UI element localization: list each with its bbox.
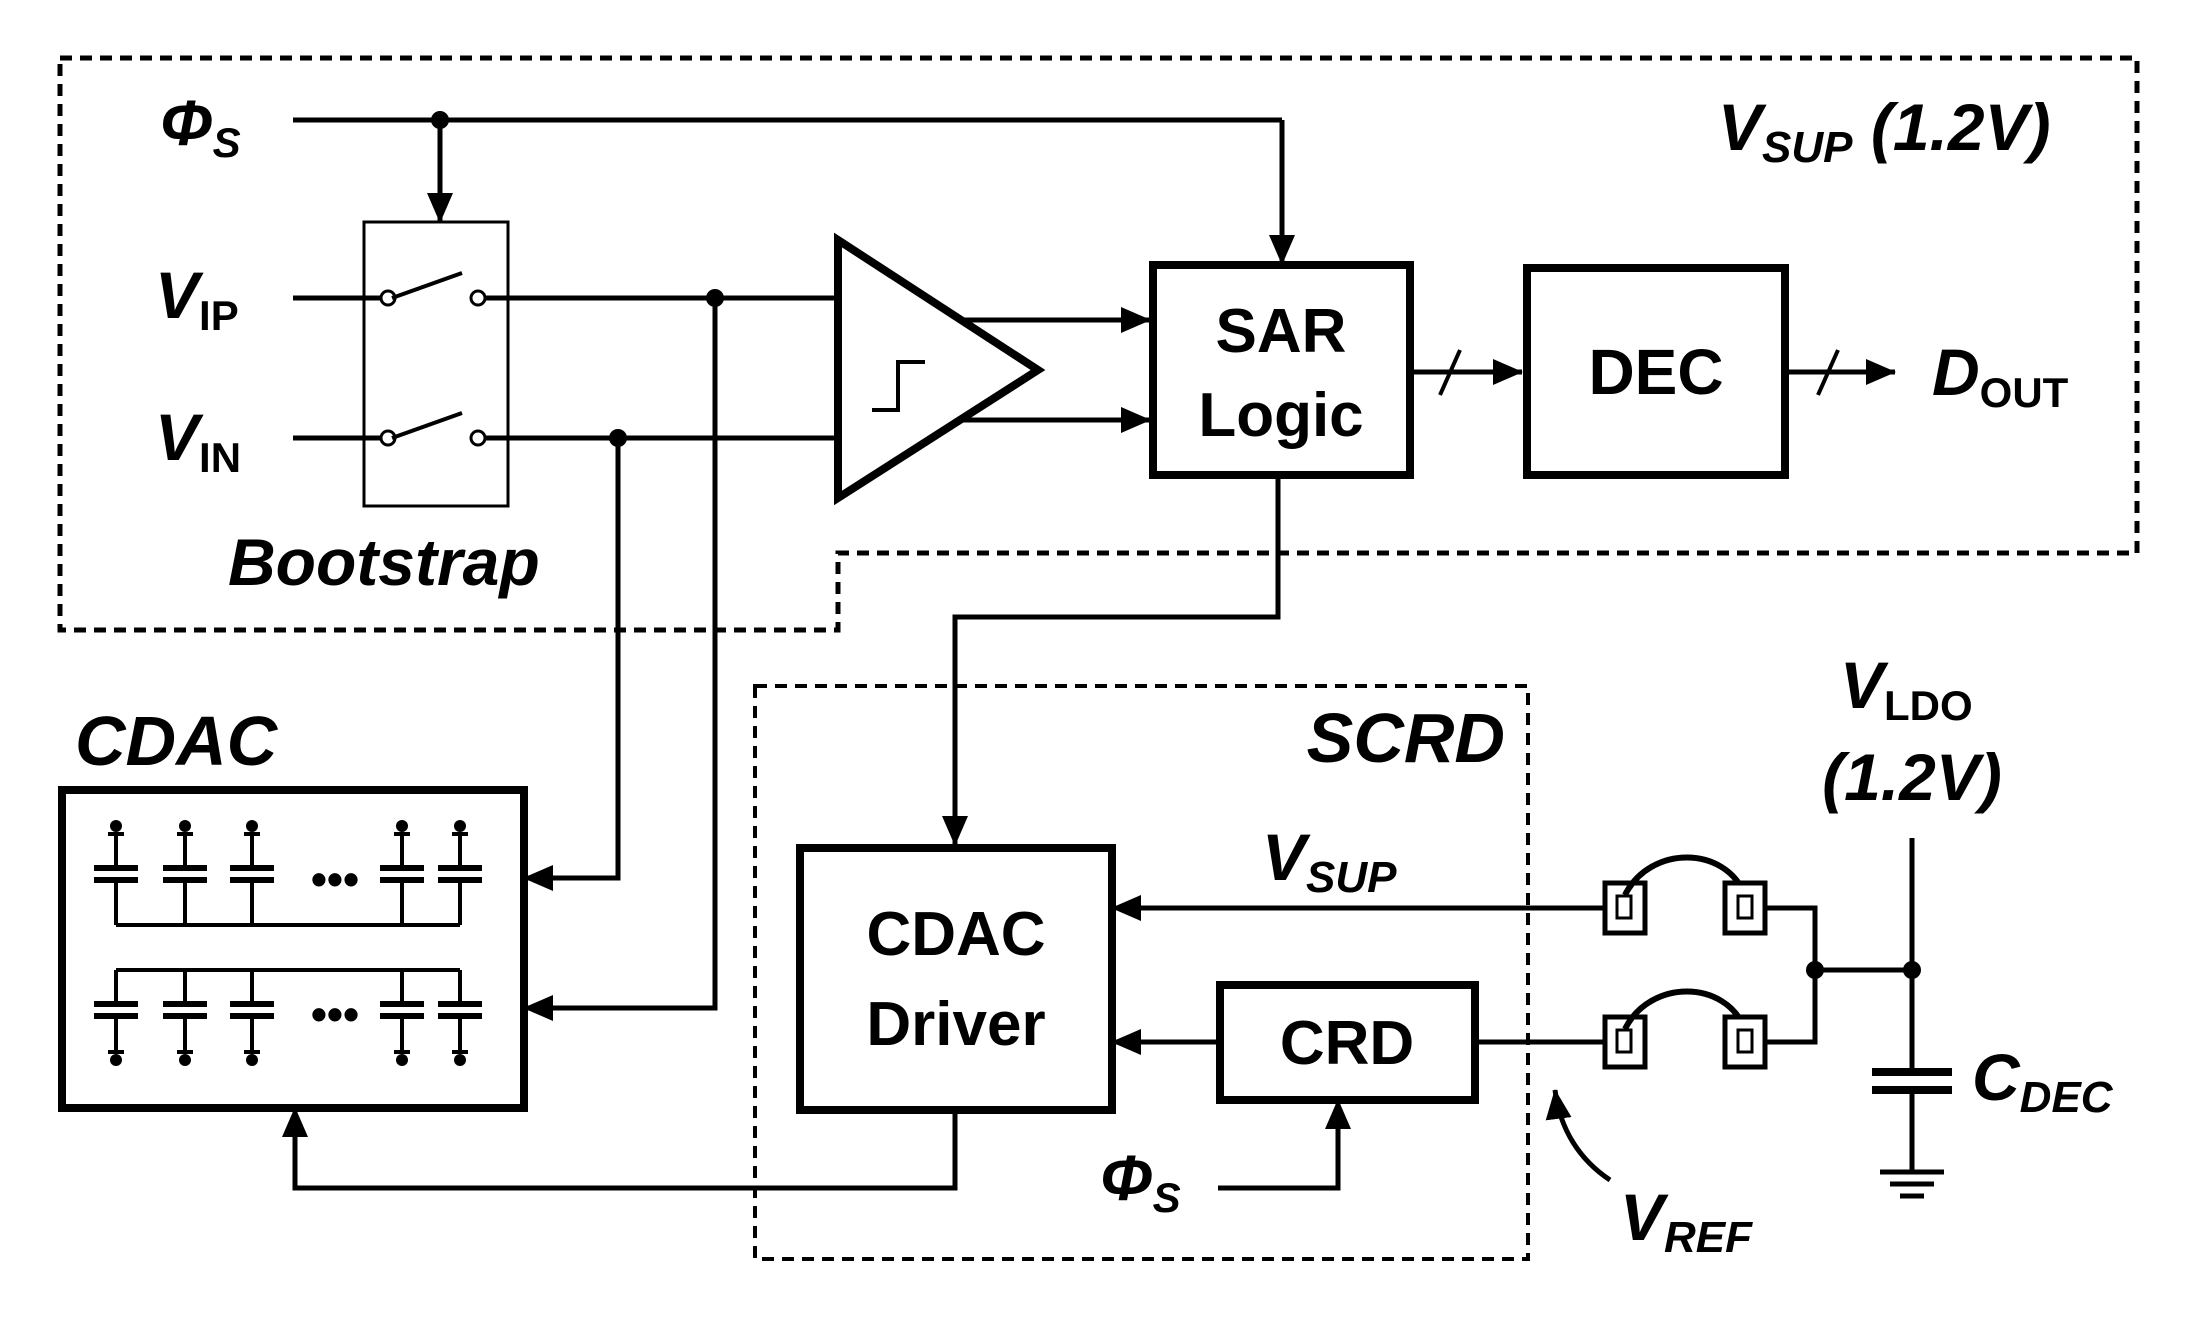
vip-switch-terminal-out xyxy=(469,289,487,307)
sar-logic-block xyxy=(1149,261,1414,479)
cdac-top-capacitor xyxy=(438,820,482,925)
phi-s-bottom-label: ΦS xyxy=(1100,1142,1181,1221)
sar-logic-label-line1: SAR xyxy=(1216,297,1347,366)
decoder-block xyxy=(1523,264,1789,479)
cdec-label: CDEC xyxy=(1972,1040,2114,1122)
vsup-domain-boundary xyxy=(57,55,2140,633)
cdac-bottom-capacitor xyxy=(94,970,138,1066)
cdac-bottom-ellipsis: ••• xyxy=(311,988,359,1040)
bootstrap-label: Bootstrap xyxy=(228,525,540,599)
vsup-driver-label: VSUP xyxy=(1262,820,1397,902)
cdac-bottom-capacitor xyxy=(380,970,424,1066)
driver-to-cdac-wire xyxy=(282,1107,958,1191)
cdac-bottom-capacitor xyxy=(163,970,207,1066)
vip-label: VIP xyxy=(155,258,239,339)
cdac-top-capacitor xyxy=(380,820,424,925)
vsup-supply-label: VSUP (1.2V) xyxy=(1718,90,2051,172)
cdac-array-block xyxy=(58,786,528,1112)
scrd-label: SCRD xyxy=(1307,699,1505,777)
phi-s-to-crd-wire xyxy=(1218,1099,1351,1191)
cdac-top-capacitor xyxy=(94,820,138,925)
cdac-bottom-capacitor xyxy=(230,970,274,1066)
cdac-bottom-capacitors xyxy=(94,970,482,1066)
cdac-top-capacitor xyxy=(163,820,207,925)
cdac-driver-label-line1: CDAC xyxy=(866,900,1045,969)
bootstrap-switch-block xyxy=(362,220,510,508)
sar-to-driver-wire xyxy=(942,475,1281,846)
vref-pointer-arrow xyxy=(1545,1089,1612,1183)
vref-bondwire xyxy=(1602,988,1768,1070)
cdac-bottom-capacitor xyxy=(438,970,482,1066)
comparator-hysteresis-icon xyxy=(872,360,925,412)
dec-to-dout-bus-slash xyxy=(1816,349,1840,396)
cdac-top-capacitors xyxy=(94,820,482,925)
pad-tie-wire xyxy=(1765,905,1818,1045)
cdac-top-capacitor xyxy=(230,820,274,925)
sar-logic-label-line2: Logic xyxy=(1198,381,1363,450)
scrd-domain-boundary xyxy=(753,684,1530,1261)
cdac-driver-block xyxy=(796,844,1116,1114)
vip-switch-blade xyxy=(391,271,463,300)
vin-switch-terminal-out xyxy=(469,429,487,447)
vref-label: VREF xyxy=(1620,1180,1753,1262)
vin-to-cdac-wire xyxy=(523,438,621,891)
crd-label: CRD xyxy=(1280,1009,1414,1078)
vsup-bondwire xyxy=(1602,854,1768,936)
decoder-label: DEC xyxy=(1588,336,1723,408)
vldo-voltage-label: (1.2V) xyxy=(1822,740,2002,814)
ground-icon xyxy=(1880,1169,1944,1199)
phi-s-top-label: ΦS xyxy=(160,87,241,166)
vldo-label: VLDO xyxy=(1840,648,1973,729)
vsup-package-pad-icon xyxy=(1722,880,1768,936)
vin-switch-blade xyxy=(391,411,463,440)
comparator-triangle xyxy=(834,232,1046,506)
cdac-driver-label-line2: Driver xyxy=(866,990,1045,1059)
dout-label: DOUT xyxy=(1932,335,2069,416)
cdac-top-ellipsis: ••• xyxy=(311,853,359,905)
vin-label: VIN xyxy=(155,400,241,481)
vref-package-pad-icon xyxy=(1722,1014,1768,1070)
vip-to-cdac-wire xyxy=(523,298,718,1021)
cdac-label: CDAC xyxy=(75,702,279,780)
sar-to-dec-bus-slash xyxy=(1438,349,1462,396)
